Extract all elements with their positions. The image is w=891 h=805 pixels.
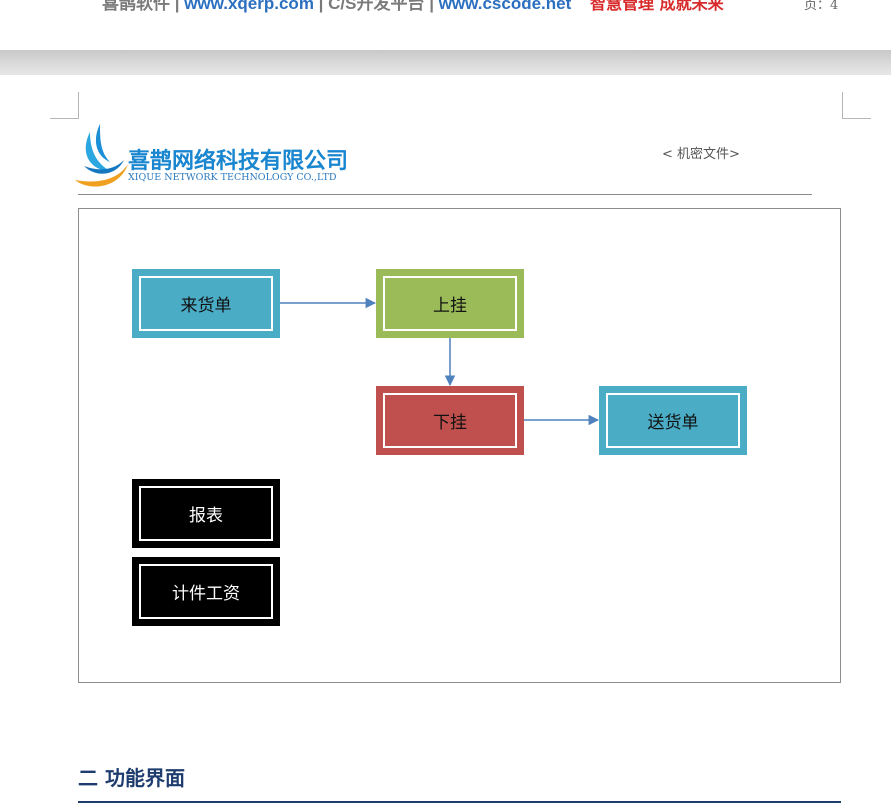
node-label: 下挂 bbox=[433, 413, 467, 433]
node-incoming-order: 来货单 bbox=[132, 269, 280, 338]
crop-mark-top-right bbox=[842, 92, 871, 119]
confidential-label: < 机密文件> bbox=[662, 147, 740, 162]
footer-links: 喜鹊软件 | www.xqerp.com | C/S开发平台 | www.csc… bbox=[102, 0, 571, 16]
company-logo: 喜鹊网络科技有限公司 XIQUE NETWORK TECHNOLOGY CO.,… bbox=[75, 124, 348, 187]
page-separator bbox=[0, 50, 891, 75]
footer-platform: | C/S开发平台 | bbox=[313, 0, 439, 13]
node-report: 报表 bbox=[132, 479, 280, 548]
section-rule bbox=[78, 801, 841, 803]
company-name-cn: 喜鹊网络科技有限公司 bbox=[128, 148, 348, 174]
footer-separator: | bbox=[170, 0, 185, 13]
footer-url-cscode[interactable]: www.cscode.net bbox=[438, 0, 572, 13]
section-heading: 二 功能界面 bbox=[78, 766, 185, 790]
node-hang-up: 上挂 bbox=[376, 269, 524, 338]
footer-slogan: 智慧管理 成就未来 bbox=[590, 0, 724, 13]
node-hang-down: 下挂 bbox=[376, 386, 524, 455]
flow-diagram-frame bbox=[78, 208, 841, 683]
footer-brand: 喜鹊软件 bbox=[102, 0, 170, 13]
node-label: 上挂 bbox=[433, 296, 467, 316]
footer-url-xqerp[interactable]: www.xqerp.com bbox=[184, 0, 314, 13]
node-delivery-order: 送货单 bbox=[599, 386, 747, 455]
previous-page-footer: 喜鹊软件 | www.xqerp.com | C/S开发平台 | www.csc… bbox=[0, 0, 891, 50]
crop-mark-top-left bbox=[50, 92, 79, 119]
node-label: 报表 bbox=[189, 506, 223, 526]
node-label: 计件工资 bbox=[172, 584, 240, 604]
page-number: 页：4 bbox=[804, 0, 839, 13]
header-rule bbox=[78, 194, 812, 195]
node-piece-wage: 计件工资 bbox=[132, 557, 280, 626]
node-label: 送货单 bbox=[647, 413, 699, 433]
company-name-en: XIQUE NETWORK TECHNOLOGY CO.,LTD bbox=[128, 172, 337, 183]
node-label: 来货单 bbox=[180, 296, 232, 316]
